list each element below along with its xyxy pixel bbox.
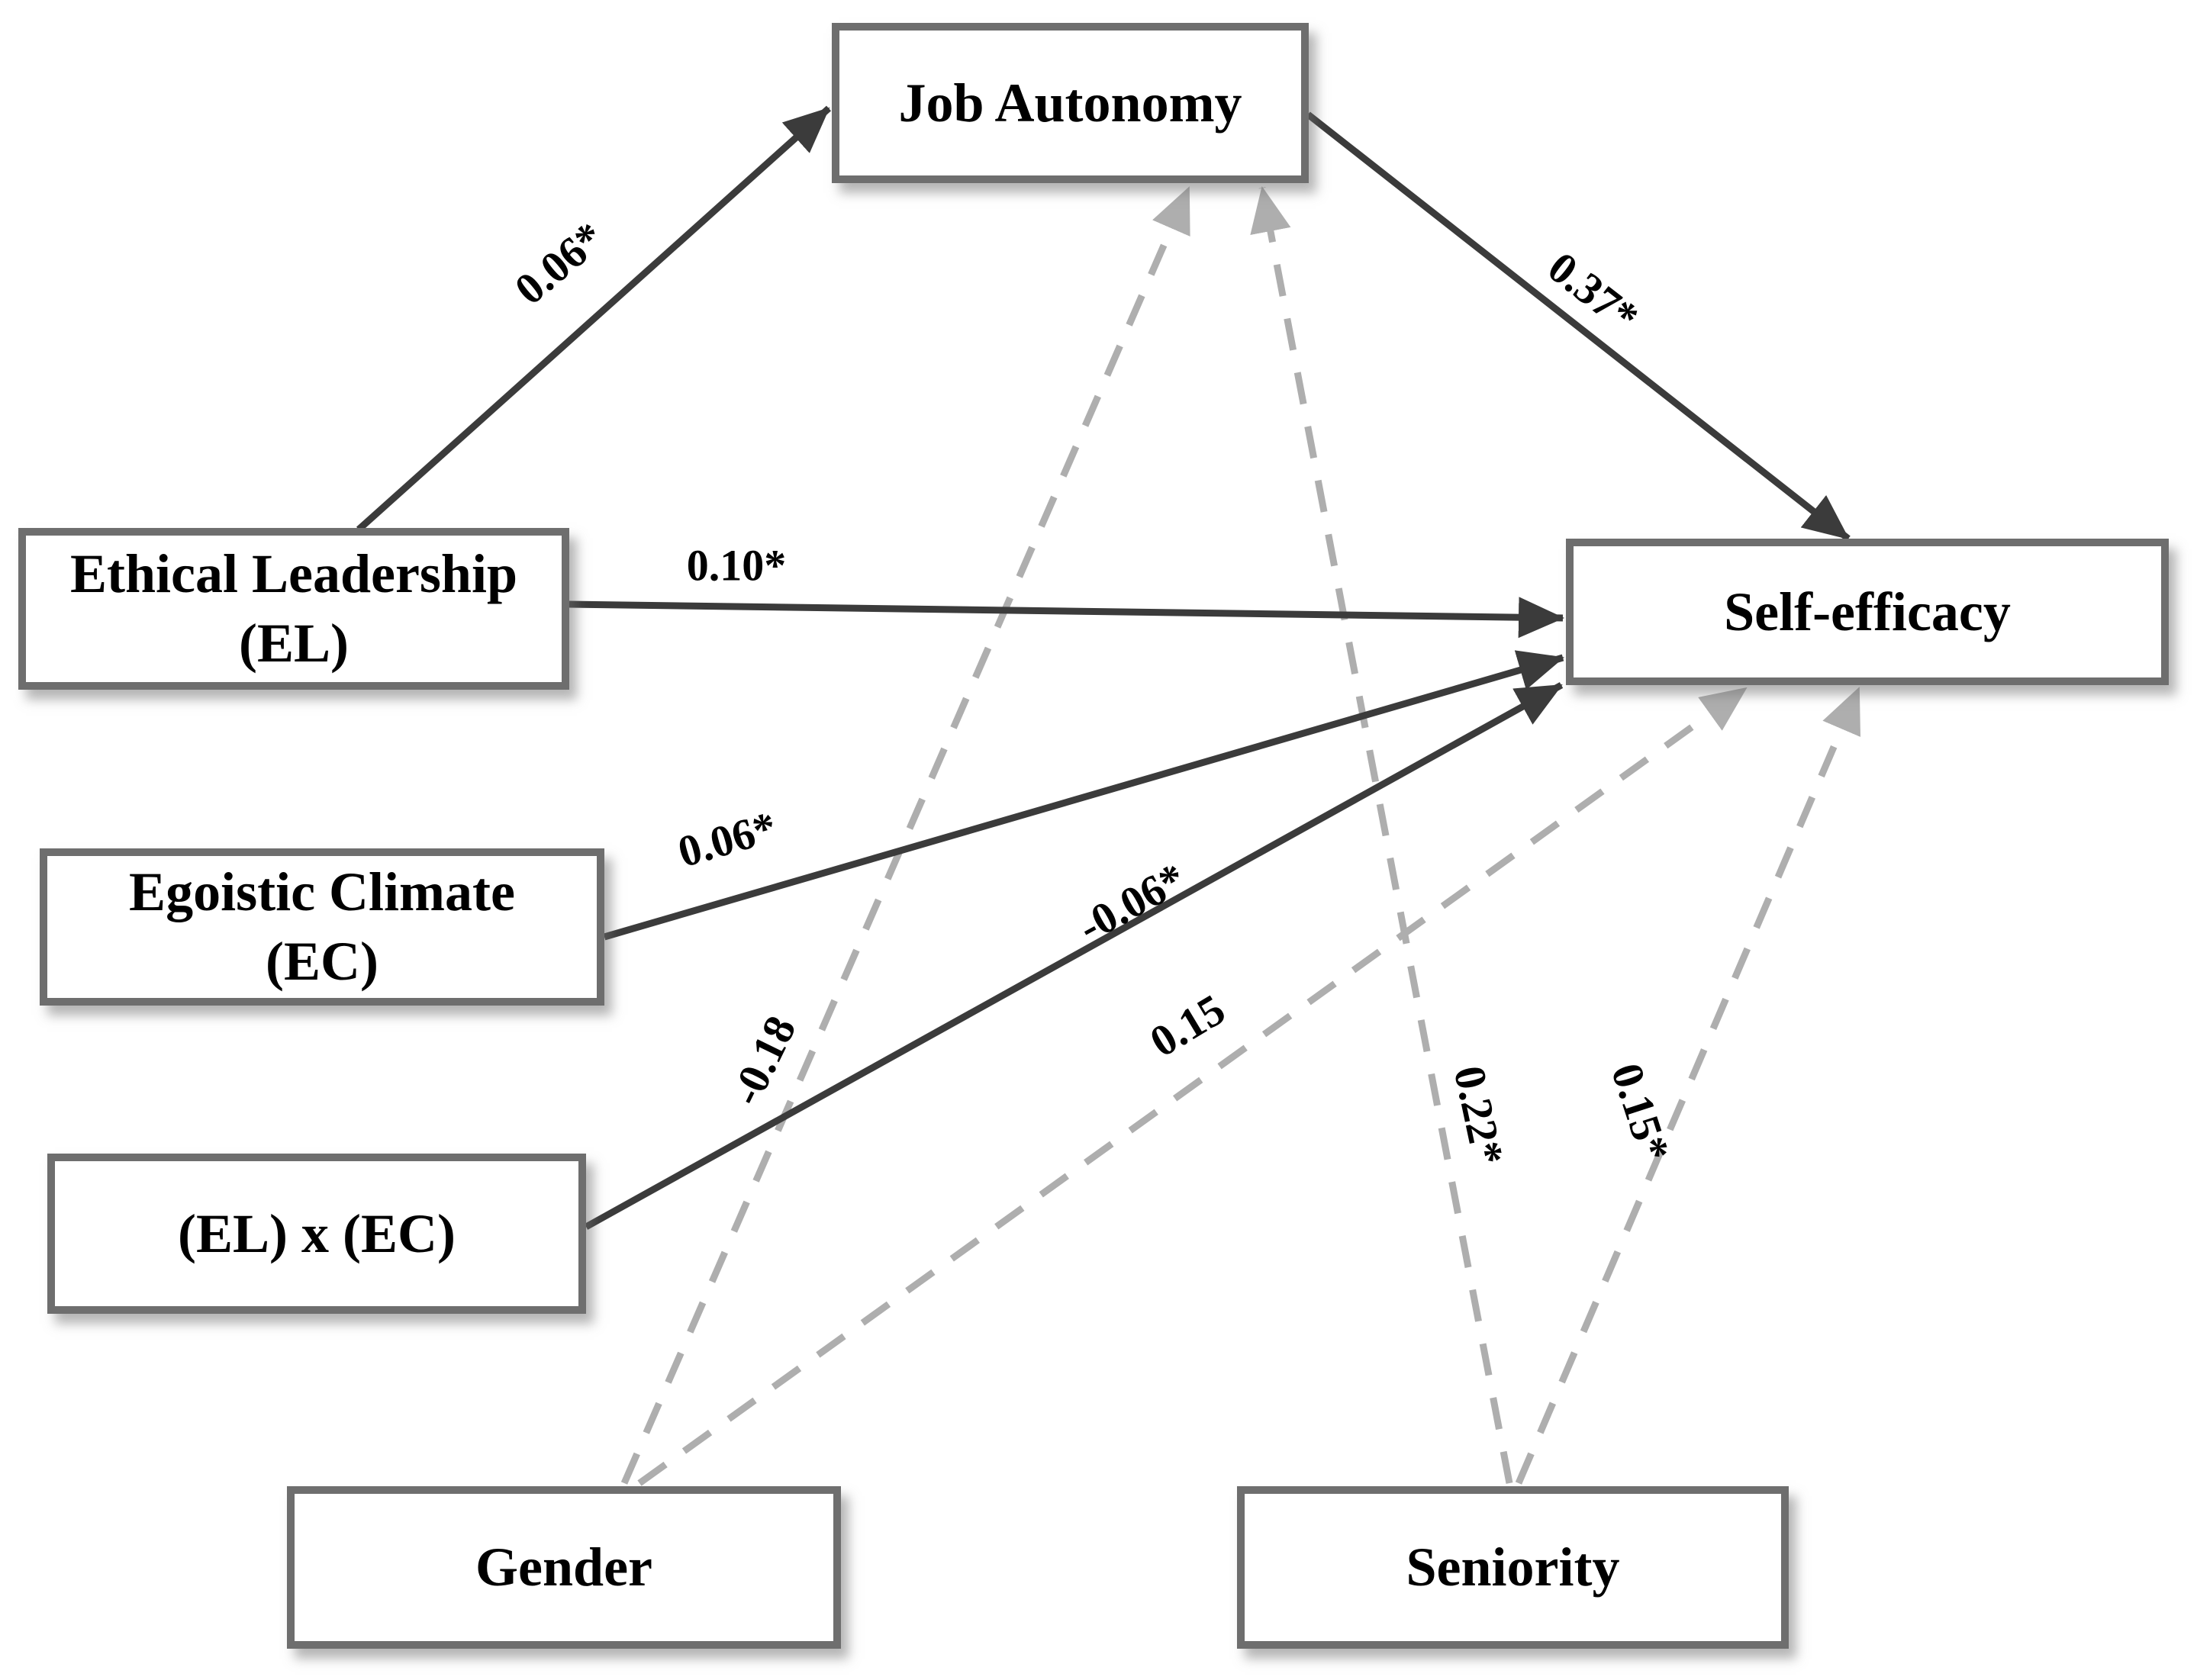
- edge-el-x-ec-to-self-efficacy: [584, 682, 1564, 1230]
- node-job-autonomy: Job Autonomy: [832, 23, 1309, 183]
- node-label: Egoistic Climate: [129, 861, 515, 923]
- node-label: Self-efficacy: [1724, 581, 2011, 642]
- node-label: Ethical Leadership: [69, 543, 518, 605]
- node-gender: Gender: [287, 1486, 841, 1649]
- node-ethical-leadership: Ethical Leadership (EL): [18, 528, 569, 690]
- node-label: Gender: [475, 1537, 652, 1598]
- edge-job-autonomy-to-self-efficacy: [1306, 111, 1851, 542]
- node-label: Job Autonomy: [898, 72, 1242, 134]
- edge-seniority-to-job-autonomy: [1250, 186, 1513, 1484]
- node-seniority: Seniority: [1237, 1486, 1789, 1649]
- edge-ethical-leadership-to-self-efficacy: [569, 597, 1564, 639]
- edge-egoistic-climate-to-self-efficacy: [603, 650, 1564, 941]
- edge-seniority-to-self-efficacy: [1515, 687, 1863, 1485]
- coef-ethical-leadership-to-self-efficacy: 0.10*: [686, 540, 787, 591]
- node-label: (EC): [266, 931, 379, 992]
- node-egoistic-climate: Egoistic Climate (EC): [40, 848, 604, 1006]
- edge-gender-to-job-autonomy: [620, 186, 1193, 1485]
- edge-ethical-leadership-to-job-autonomy: [356, 105, 832, 533]
- node-label: (EL) x (EC): [178, 1202, 456, 1264]
- node-label: Seniority: [1406, 1537, 1620, 1598]
- node-self-efficacy: Self-efficacy: [1566, 539, 2169, 685]
- edge-gender-to-self-efficacy: [637, 685, 1748, 1486]
- node-label: (EL): [239, 613, 349, 674]
- node-el-x-ec: (EL) x (EC): [47, 1154, 586, 1314]
